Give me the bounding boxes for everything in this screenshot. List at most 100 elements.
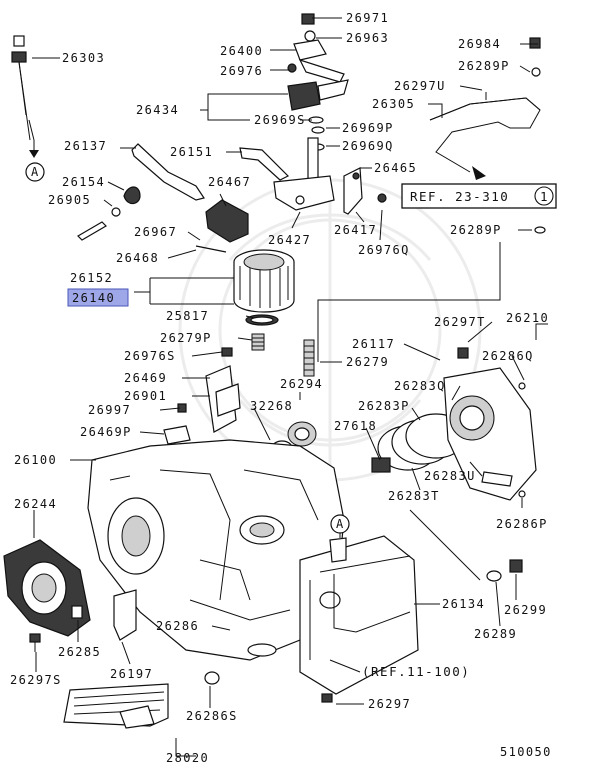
o-ring-25817[interactable] [245,314,279,326]
selector-lever-assembly[interactable] [287,13,345,83]
bearing-27618[interactable] [371,457,391,473]
o-ring-26286s[interactable] [204,671,220,685]
label-26905[interactable]: 26905 [48,193,91,207]
o-ring-26289p-mid[interactable] [534,226,546,234]
oil-strainer-28020[interactable] [63,683,169,729]
label-26967[interactable]: 26967 [134,225,177,239]
label-26286p[interactable]: 26286P [496,517,548,531]
label-26151[interactable]: 26151 [170,145,213,159]
oil-filter-26140[interactable] [233,249,295,313]
label-26137[interactable]: 26137 [64,139,107,153]
label-26434[interactable]: 26434 [136,103,179,117]
label-26427[interactable]: 26427 [268,233,311,247]
label-26468[interactable]: 26468 [116,251,159,265]
label-26289-bottom[interactable]: 26289 [474,627,517,641]
bracket-26137[interactable] [131,143,205,201]
ref-box-23-310[interactable]: REF. 23-310 1 [401,183,557,209]
plate-26469p[interactable] [163,425,191,445]
label-26140[interactable]: 26140 [72,291,115,305]
label-26134[interactable]: 26134 [442,597,485,611]
label-26244[interactable]: 26244 [14,497,57,511]
ref-label-11-100[interactable]: (REF.11-100) [362,664,470,679]
oil-pan-26134[interactable]: A [299,514,419,695]
highlight-box-26140 [67,288,129,307]
label-26286q[interactable]: 26286Q [482,349,534,363]
label-26963[interactable]: 26963 [346,31,389,45]
label-26299[interactable]: 26299 [504,603,547,617]
label-26283t[interactable]: 26283T [388,489,440,503]
diagram-id-label: 510050 [500,745,552,759]
label-26285[interactable]: 26285 [58,645,101,659]
label-26154[interactable]: 26154 [62,175,105,189]
label-26465[interactable]: 26465 [374,161,417,175]
label-26100[interactable]: 26100 [14,453,57,467]
label-26210[interactable]: 26210 [506,311,549,325]
ref-11-100-text: (REF.11-100) [362,664,470,679]
transmission-case-26100[interactable] [87,439,345,661]
label-26467[interactable]: 26467 [208,175,251,189]
label-26294[interactable]: 26294 [280,377,323,391]
label-26286[interactable]: 26286 [156,619,199,633]
label-27618[interactable]: 27618 [334,419,377,433]
label-26997[interactable]: 26997 [88,403,131,417]
cooler-pipes-26305[interactable] [429,37,541,180]
manual-shaft-lever-26427[interactable] [239,137,335,211]
pin-26968[interactable] [195,245,227,253]
ref-23-310-circle-number: 1 [540,189,549,204]
label-26969p[interactable]: 26969P [342,121,394,135]
label-26305[interactable]: 26305 [372,97,415,111]
pin-26285[interactable] [71,605,83,619]
label-26279p[interactable]: 26279P [160,331,212,345]
label-26971[interactable]: 26971 [346,11,389,25]
bracket-26469[interactable] [205,365,241,433]
gasket-26289[interactable] [486,570,502,582]
label-26400[interactable]: 26400 [220,44,263,58]
bolt-26976s[interactable] [221,347,233,357]
label-26283p[interactable]: 26283P [358,399,410,413]
pin-26152[interactable] [77,221,107,241]
rear-cover-26210[interactable] [443,347,537,501]
leader-lines [32,17,548,757]
label-26117[interactable]: 26117 [352,337,395,351]
label-26976q[interactable]: 26976Q [358,243,410,257]
label-26197[interactable]: 26197 [110,667,153,681]
bolt-26297[interactable] [321,693,333,703]
label-25817[interactable]: 25817 [166,309,209,323]
label-26283u[interactable]: 26283U [424,469,476,483]
label-26984[interactable]: 26984 [458,37,501,51]
label-32268[interactable]: 32268 [250,399,293,413]
inhibitor-switch-26434[interactable] [287,79,349,151]
label-26303[interactable]: 26303 [62,51,105,65]
label-26297t[interactable]: 26297T [434,315,486,329]
label-26417[interactable]: 26417 [334,223,377,237]
label-26289p-top[interactable]: 26289P [458,59,510,73]
label-26286s[interactable]: 26286S [186,709,238,723]
bracket-26197[interactable] [113,589,137,641]
label-26969s[interactable]: 26969S [254,113,306,127]
label-28020[interactable]: 28020 [166,751,209,765]
spring-26154[interactable] [111,186,141,217]
drain-plug-26299[interactable] [509,559,523,573]
label-26297u[interactable]: 26297U [394,79,446,93]
label-26297s[interactable]: 26297S [10,673,62,687]
seal-32268[interactable] [287,421,317,447]
adapter-ring-26244[interactable] [3,539,91,637]
label-26283q[interactable]: 26283Q [394,379,446,393]
label-26976s[interactable]: 26976S [124,349,176,363]
label-26279[interactable]: 26279 [346,355,389,369]
label-26152[interactable]: 26152 [70,271,113,285]
label-26289p-mid[interactable]: 26289P [450,223,502,237]
detent-spring-26465[interactable] [343,167,387,215]
label-26901[interactable]: 26901 [124,389,167,403]
label-26297[interactable]: 26297 [368,697,411,711]
label-26469p[interactable]: 26469P [80,425,132,439]
label-26976[interactable]: 26976 [220,64,263,78]
label-26469[interactable]: 26469 [124,371,167,385]
bolt-26297s[interactable] [29,633,41,652]
stud-26279[interactable] [303,339,315,377]
dipstick-26303[interactable] [11,35,35,141]
spring-26279p[interactable] [251,333,265,351]
plate-26467[interactable] [205,199,249,243]
label-26969q[interactable]: 26969Q [342,139,394,153]
